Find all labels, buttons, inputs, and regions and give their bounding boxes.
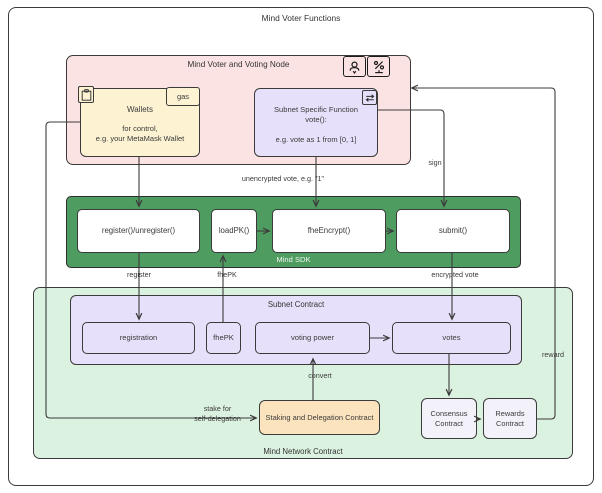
rewards-contract: Rewards Contract: [483, 398, 537, 439]
subnet-fn-title: Subnet Specific Function: [273, 105, 358, 115]
wallets-desc-line1: for control,: [122, 124, 158, 134]
wallets-title: Wallets: [127, 104, 153, 114]
group-title-subnet-contract: Subnet Contract: [267, 300, 325, 309]
staking-and-delegation-contract: Staking and Delegation Contract: [259, 400, 380, 435]
gas-badge: gas: [166, 87, 200, 106]
subnet-fn-example: e.g. vote as 1 from [0, 1]: [275, 135, 357, 145]
subnet-specific-function-node: Subnet Specific Function vote(): e.g. vo…: [254, 88, 378, 157]
edge-label-register: register: [127, 270, 151, 279]
edge-label-stake-line1: stake for: [203, 404, 232, 413]
subnet-cell-fhepk: fhePK: [206, 322, 241, 354]
edge-label-reward: reward: [542, 350, 564, 359]
wallets-description: for control, e.g. your MetaMask Wallet: [96, 124, 185, 144]
edge-label-encrypted-vote: encrypted vote: [431, 270, 479, 279]
consensus-contract: Consensus Contract: [421, 398, 477, 439]
wallets-desc-line2: e.g. your MetaMask Wallet: [95, 134, 185, 144]
group-title-voter-node: Mind Voter and Voting Node: [187, 60, 290, 69]
edge-label-convert: convert: [308, 371, 332, 380]
subnet-fn-signature: vote():: [305, 115, 327, 125]
clipboard-icon: [78, 86, 94, 103]
user-badge-icon: [343, 56, 366, 77]
rewards-contract-line1: Rewards: [495, 408, 525, 418]
edge-label-sign: sign: [428, 158, 442, 167]
consensus-contract-line1: Consensus: [430, 408, 468, 418]
group-title-mind-sdk: Mind SDK: [276, 255, 311, 264]
sdk-cell-fheencrypt: fheEncrypt(): [272, 209, 386, 253]
subnet-cell-voting-power: voting power: [255, 322, 370, 354]
subnet-cell-registration: registration: [82, 322, 195, 354]
sdk-cell-register-unregister: register()/unregister(): [77, 209, 200, 253]
edge-label-stake-for-self-delegation: stake for self-delegation: [180, 404, 255, 423]
consensus-contract-line2: Contract: [435, 418, 463, 428]
monitor-percent-icon: [367, 56, 390, 77]
group-title-mind-network-contract: Mind Network Contract: [263, 447, 343, 456]
edge-label-unencrypted-vote: unencrypted vote, e.g. "1": [241, 174, 325, 183]
rewards-contract-line2: Contract: [496, 418, 524, 428]
sdk-cell-loadpk: loadPK(): [211, 209, 257, 253]
subnet-cell-votes: votes: [392, 322, 511, 354]
page-title: Mind Voter Functions: [261, 13, 341, 23]
swap-arrows-icon: [362, 90, 377, 105]
sdk-cell-submit: submit(): [396, 209, 510, 253]
edge-label-fhepk: fhePK: [217, 270, 237, 279]
edge-label-stake-line2: self-delegation: [194, 413, 241, 423]
